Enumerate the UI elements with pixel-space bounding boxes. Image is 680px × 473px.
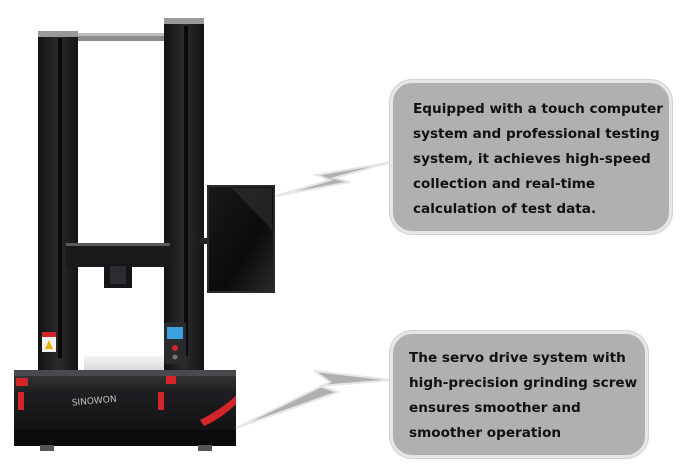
callout-touch-computer: Equipped with a touch computer system an…: [390, 80, 672, 234]
red-accent-left: [16, 378, 28, 386]
crosshead: [66, 243, 170, 267]
foot-right: [198, 445, 212, 451]
red-accent-right: [200, 396, 236, 426]
callout-connector-top: [275, 161, 393, 197]
machine-base: [14, 370, 236, 446]
foot-left: [40, 445, 54, 451]
callout-text-line: collection and real-time: [413, 176, 596, 192]
callout-text-line: Equipped with a touch computer: [413, 101, 663, 117]
callout-servo-drive: The servo drive system with high-precisi…: [390, 331, 648, 458]
callout-text-line: system, it achieves high-speed: [413, 151, 651, 167]
callout-connector-bottom: [235, 370, 393, 429]
callout-text-line: high-precision grinding screw: [409, 375, 638, 391]
callout-text-line: system and professional testing: [413, 126, 660, 142]
callout-text-line: calculation of test data.: [413, 201, 597, 217]
brand-logo: SINOWON: [71, 395, 117, 409]
callout-text-line: The servo drive system with: [409, 350, 626, 366]
callout-text-line: ensures smoother and: [409, 400, 581, 416]
test-table: [84, 356, 164, 370]
callout-text-line: smoother operation: [409, 425, 562, 441]
top-crossbar: [70, 33, 176, 41]
